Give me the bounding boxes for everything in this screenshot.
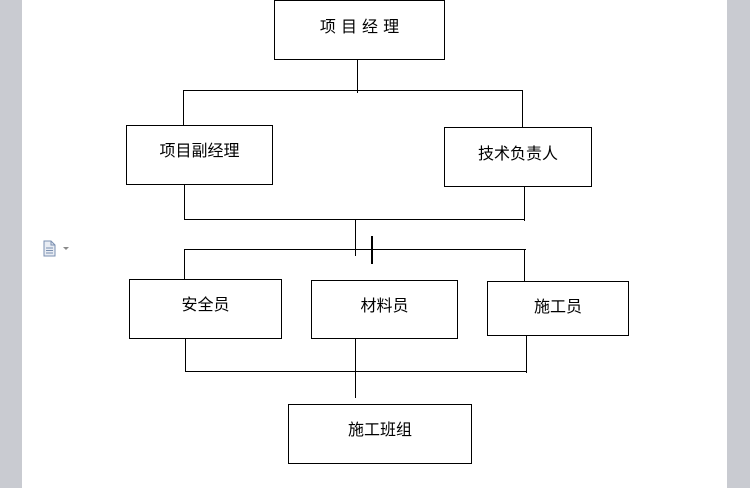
box-construction-team[interactable]: 施工班组: [288, 404, 472, 464]
box-construction-officer[interactable]: 施工员: [487, 281, 629, 336]
chevron-down-icon: [63, 247, 69, 250]
label-materials-officer: 材料员: [360, 296, 409, 315]
box-deputy-manager[interactable]: 项目副经理: [126, 125, 273, 185]
connector-to-deputy: [183, 90, 184, 126]
connector-mid-horizontal: [184, 219, 525, 220]
connector-techlead-down: [524, 186, 525, 221]
label-project-manager: 项 目 经 理: [319, 17, 400, 36]
paste-options-button[interactable]: [42, 240, 70, 258]
box-safety-officer[interactable]: 安全员: [129, 279, 282, 339]
connector-to-construction: [524, 249, 525, 284]
text-cursor: [371, 236, 373, 264]
connector-materials-down: [355, 338, 356, 398]
connector-top-horizontal: [183, 90, 523, 91]
box-materials-officer[interactable]: 材料员: [311, 280, 458, 339]
connector-mid-down: [355, 219, 356, 256]
box-technical-lead[interactable]: 技术负责人: [444, 127, 592, 187]
box-project-manager[interactable]: 项 目 经 理: [274, 0, 445, 60]
connector-deputy-down: [184, 184, 185, 220]
label-safety-officer: 安全员: [181, 295, 230, 314]
label-construction-officer: 施工员: [533, 297, 582, 316]
connector-staff-horizontal: [184, 249, 526, 250]
connector-to-techlead: [522, 90, 523, 128]
connector-safety-down: [185, 337, 186, 372]
connector-construction-down: [526, 335, 527, 373]
connector-manager-down: [357, 59, 358, 93]
label-technical-lead: 技术负责人: [477, 144, 558, 163]
label-deputy-manager: 项目副经理: [159, 141, 240, 160]
document-icon: [43, 240, 56, 257]
label-construction-team: 施工班组: [347, 420, 412, 439]
connector-bottom-horizontal: [185, 371, 527, 372]
connector-to-safety: [184, 249, 185, 279]
